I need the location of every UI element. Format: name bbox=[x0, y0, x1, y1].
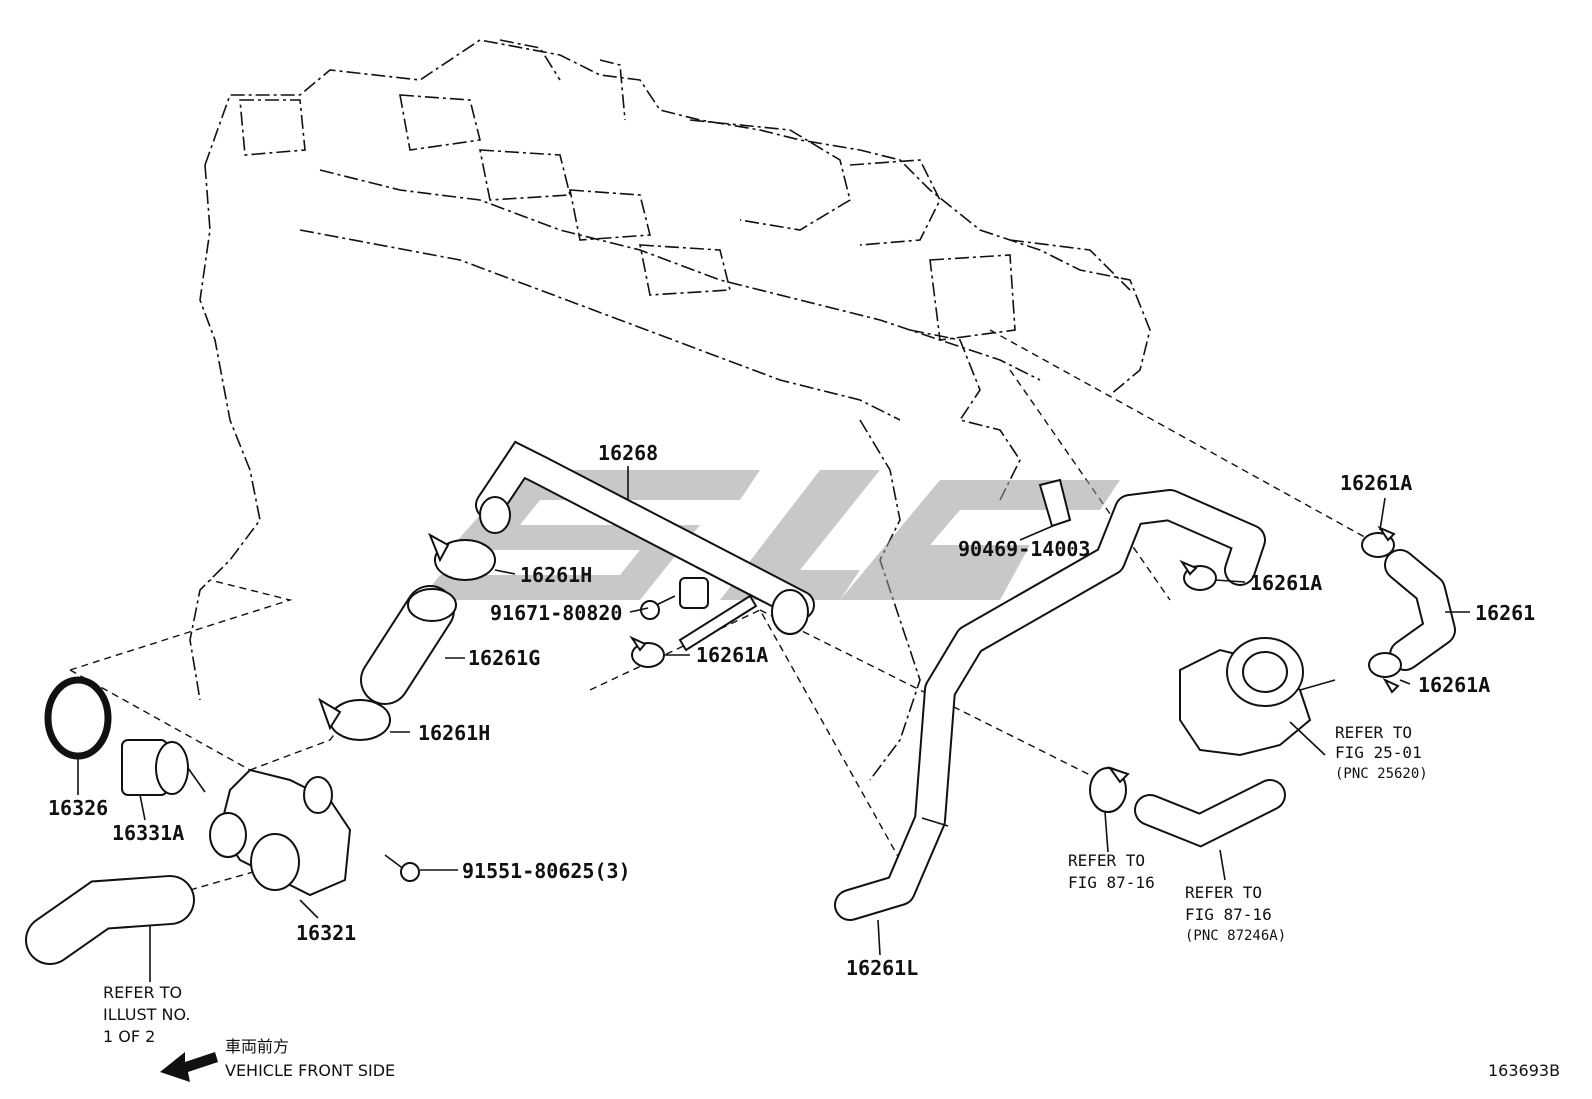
refer-fig-87-16-b: REFER TO FIG 87-16 (PNC 87246A) bbox=[1185, 883, 1286, 944]
clamp-16261H-bottom bbox=[318, 697, 391, 741]
refer-fig-87-16-a: REFER TO FIG 87-16 bbox=[1068, 851, 1155, 892]
bolt-91671 bbox=[640, 595, 676, 620]
label-16261L: 16261L bbox=[846, 956, 918, 980]
refer-8716b-line2: FIG 87-16 bbox=[1185, 905, 1272, 924]
label-90469-14003: 90469-14003 bbox=[958, 537, 1090, 561]
illustration-number: 163693B bbox=[1488, 1061, 1560, 1080]
clip-90469 bbox=[1038, 478, 1072, 528]
front-label-jp: 車両前方 bbox=[225, 1037, 289, 1056]
label-16261A-mid: 16261A bbox=[696, 643, 768, 667]
label-16268: 16268 bbox=[598, 441, 658, 465]
label-91551-80625: 91551-80625(3) bbox=[462, 859, 631, 883]
refer-8716a-line2: FIG 87-16 bbox=[1068, 873, 1155, 892]
refer-2501-line3: (PNC 25620) bbox=[1335, 766, 1428, 782]
refer-fig-25-01: REFER TO FIG 25-01 (PNC 25620) bbox=[1335, 723, 1428, 782]
refer-8716b-line3: (PNC 87246A) bbox=[1185, 928, 1286, 944]
thermostat-16331A bbox=[121, 739, 206, 796]
housing-16321 bbox=[209, 768, 352, 897]
clamp-16261H-top bbox=[428, 532, 496, 581]
stud bbox=[678, 594, 758, 652]
label-16261A-r1: 16261A bbox=[1250, 571, 1322, 595]
leader-lines bbox=[77, 466, 1470, 982]
hose-fig87 bbox=[1134, 779, 1286, 848]
clamp-16261A-r2 bbox=[1361, 525, 1396, 558]
clamp-16261A-r1 bbox=[1179, 559, 1217, 591]
bolt-91551 bbox=[384, 854, 420, 882]
label-16261A-r2: 16261A bbox=[1340, 471, 1412, 495]
label-16261H-top: 16261H bbox=[520, 563, 592, 587]
label-91671-80820: 91671-80820 bbox=[490, 601, 622, 625]
refer-8716a-line1: REFER TO bbox=[1068, 851, 1145, 870]
pipe-16268 bbox=[475, 440, 815, 635]
refer-8716b-line1: REFER TO bbox=[1185, 883, 1262, 902]
label-16261H-bottom: 16261H bbox=[418, 721, 490, 745]
clamp-16261A-mid bbox=[629, 635, 665, 668]
front-label-en: VEHICLE FRONT SIDE bbox=[225, 1061, 395, 1080]
hose-16261L bbox=[834, 489, 1266, 921]
clamp-fig87 bbox=[1089, 766, 1130, 813]
hose-16261G bbox=[360, 585, 457, 705]
refer-2501-line2: FIG 25-01 bbox=[1335, 743, 1422, 762]
front-arrow-icon bbox=[160, 1052, 218, 1082]
label-16261A-r3: 16261A bbox=[1418, 673, 1490, 697]
hose-16261 bbox=[1384, 549, 1456, 671]
clamp-16261A-r3 bbox=[1368, 652, 1402, 694]
refer-left-line3: 1 OF 2 bbox=[103, 1027, 155, 1046]
label-16331A: 16331A bbox=[112, 821, 184, 845]
refer-left-line2: ILLUST NO. bbox=[103, 1005, 190, 1024]
refer-illust-note: REFER TO ILLUST NO. 1 OF 2 bbox=[103, 983, 190, 1046]
label-16321: 16321 bbox=[296, 921, 356, 945]
gasket-16326 bbox=[44, 676, 112, 760]
radiator-hose bbox=[25, 875, 195, 965]
label-16326: 16326 bbox=[48, 796, 108, 820]
label-16261G: 16261G bbox=[468, 646, 540, 670]
label-16261: 16261 bbox=[1475, 601, 1535, 625]
engine-outline bbox=[189, 39, 1151, 781]
throttle-body bbox=[1179, 637, 1336, 757]
refer-left-line1: REFER TO bbox=[103, 983, 182, 1002]
vehicle-front-indicator: 車両前方 VEHICLE FRONT SIDE bbox=[160, 1037, 395, 1082]
refer-2501-line1: REFER TO bbox=[1335, 723, 1412, 742]
